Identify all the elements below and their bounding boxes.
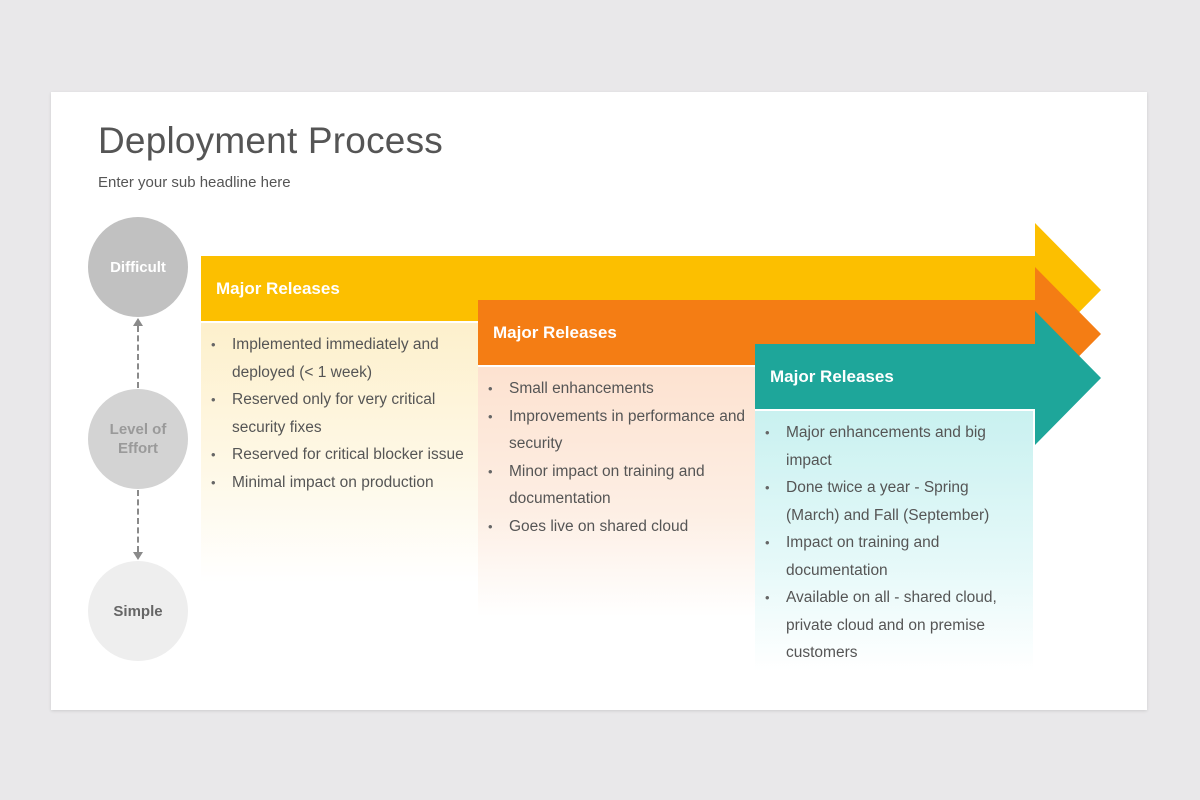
list-item: Goes live on shared cloud <box>478 513 755 541</box>
slide: Deployment Process Enter your sub headli… <box>51 92 1147 710</box>
list-item: Impact on training and documentation <box>755 529 1033 584</box>
release-arrow-1 <box>201 223 1101 357</box>
simple-circle: Simple <box>88 561 188 661</box>
level-of-effort-label: Level of Effort <box>109 421 167 457</box>
release-arrow-3 <box>755 311 1101 445</box>
list-item: Implemented immediately and deployed (< … <box>201 331 478 386</box>
dashed-connector-down <box>137 490 139 552</box>
release-arrow-2 <box>478 267 1101 401</box>
page-title: Deployment Process <box>98 120 443 161</box>
release-panel-1: Implemented immediately and deployed (< … <box>201 321 478 583</box>
level-of-effort-circle: Level of Effort <box>88 389 188 489</box>
page-subtitle: Enter your sub headline here <box>98 174 291 191</box>
release-label-1: Major Releases <box>216 279 340 298</box>
simple-label: Simple <box>113 602 163 620</box>
dashed-connector-up <box>137 326 139 388</box>
list-item: Minimal impact on production <box>201 469 478 497</box>
list-item: Major enhancements and big impact <box>755 419 1033 474</box>
difficult-label: Difficult <box>110 258 166 276</box>
list-item: Done twice a year - Spring (March) and F… <box>755 474 1033 529</box>
list-item: Reserved only for very critical security… <box>201 386 478 441</box>
list-item: Reserved for critical blocker issue <box>201 441 478 469</box>
arrow-up-icon <box>133 318 143 326</box>
release-1-list: Implemented immediately and deployed (< … <box>201 331 478 496</box>
release-3-list: Major enhancements and big impact Done t… <box>755 419 1033 667</box>
list-item: Available on all - shared cloud, private… <box>755 584 1033 667</box>
list-item: Improvements in performance and security <box>478 403 755 458</box>
release-panel-2: Small enhancements Improvements in perfo… <box>478 365 755 617</box>
release-panel-3: Major enhancements and big impact Done t… <box>755 409 1033 671</box>
difficult-circle: Difficult <box>88 217 188 317</box>
release-2-list: Small enhancements Improvements in perfo… <box>478 375 755 540</box>
release-arrows <box>201 223 1101 445</box>
release-label-3: Major Releases <box>770 367 894 386</box>
list-item: Small enhancements <box>478 375 755 403</box>
list-item: Minor impact on training and documentati… <box>478 458 755 513</box>
release-label-2: Major Releases <box>493 323 617 342</box>
arrow-down-icon <box>133 552 143 560</box>
